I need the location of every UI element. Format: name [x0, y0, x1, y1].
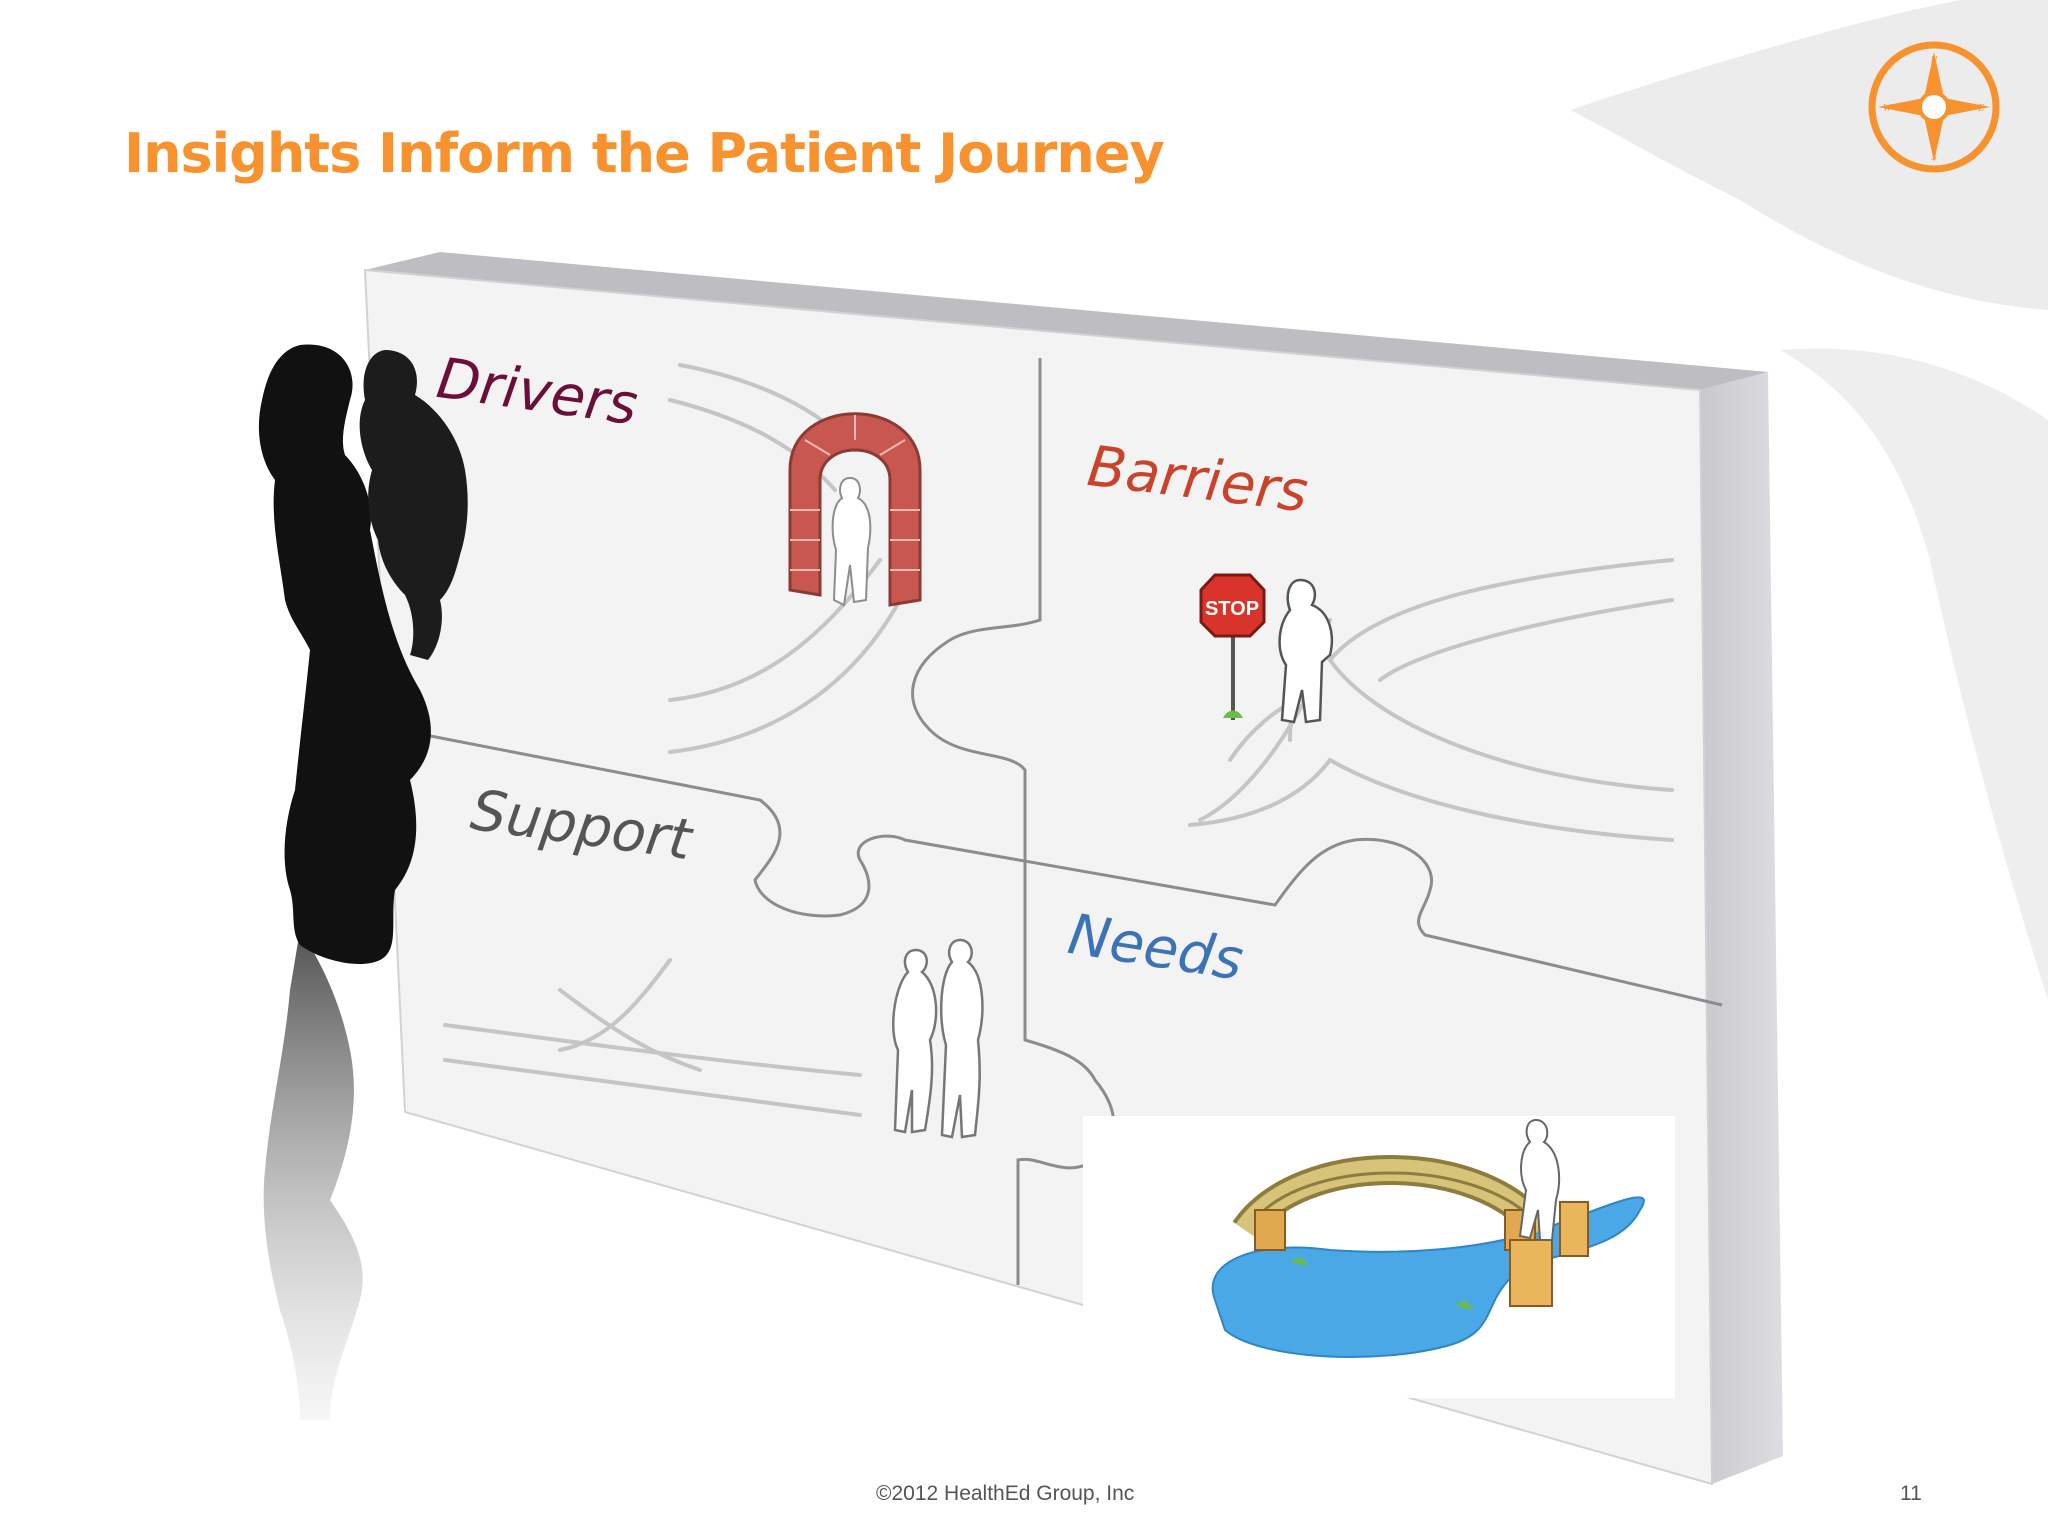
compass-s-label: S	[1932, 152, 1937, 163]
person-barriers	[1278, 578, 1334, 724]
stop-sign: STOP	[1199, 573, 1266, 720]
page-number: 11	[1900, 1482, 1922, 1505]
couple-figures	[892, 938, 984, 1139]
compass-n-label: N	[1930, 55, 1939, 66]
footer-copyright: ©2012 HealthEd Group, Inc	[876, 1482, 1135, 1505]
slide-title: Insights Inform the Patient Journey	[124, 122, 1165, 185]
compass-e-label: E	[1977, 103, 1984, 114]
compass-logo: N S E W	[1868, 41, 2000, 173]
compass-w-label: W	[1883, 103, 1893, 114]
brick-archway	[788, 412, 922, 607]
mother-child-silhouette	[258, 344, 468, 965]
stop-sign-text: STOP	[1205, 598, 1259, 620]
silhouette-reflection	[263, 930, 363, 1420]
wall-side	[1700, 372, 1783, 1484]
bridge-scene	[1211, 1118, 1645, 1358]
wall-top	[365, 252, 1768, 390]
background-swoosh-lower	[1780, 348, 2048, 1001]
